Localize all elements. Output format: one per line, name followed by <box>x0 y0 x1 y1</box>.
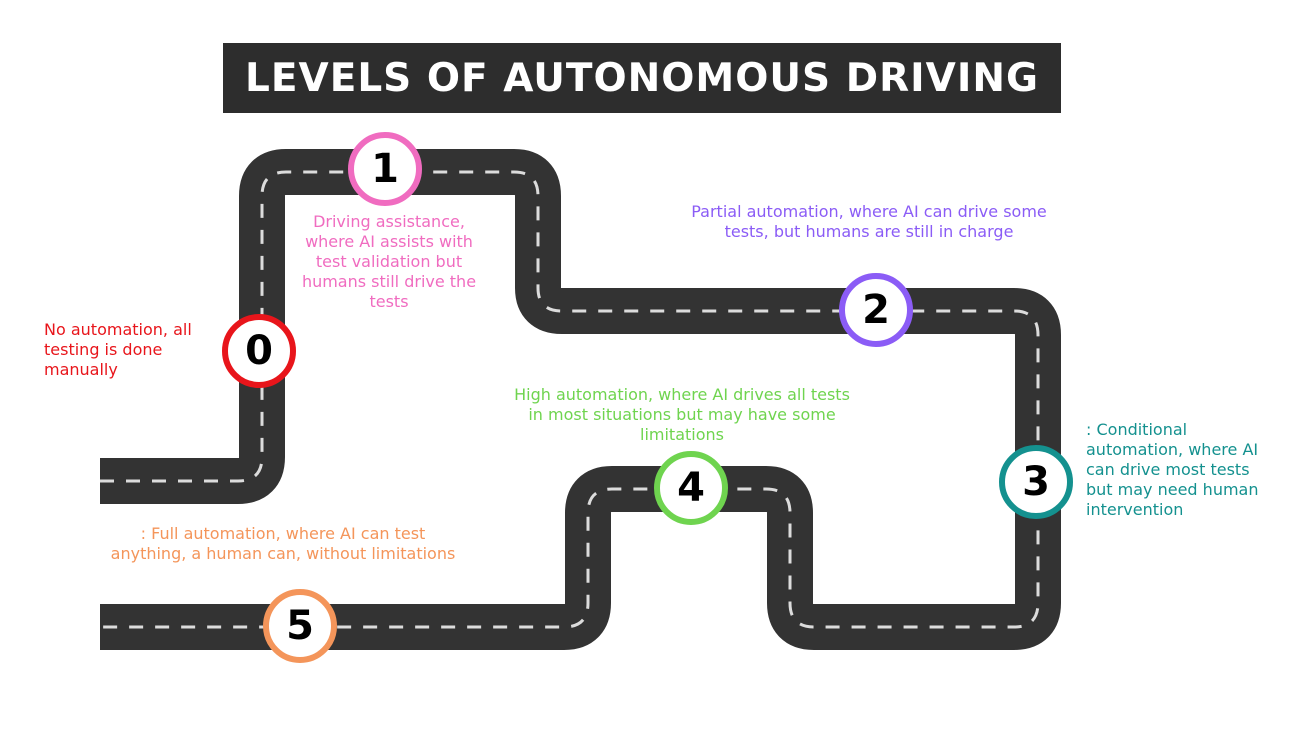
level-1-number: 1 <box>371 146 399 192</box>
level-4-number: 4 <box>677 465 705 511</box>
page-title: LEVELS OF AUTONOMOUS DRIVING <box>245 55 1039 101</box>
level-2-number: 2 <box>862 287 890 333</box>
level-3-badge: 3 <box>999 445 1073 519</box>
level-0-number: 0 <box>245 328 273 374</box>
level-5-description: : Full automation, where AI can test any… <box>110 524 456 563</box>
level-5-number: 5 <box>286 603 314 649</box>
level-3-number: 3 <box>1022 459 1050 505</box>
level-4-description: High automation, where AI drives all tes… <box>514 385 850 444</box>
level-5-badge: 5 <box>263 589 337 663</box>
level-1-description: Driving assistance, where AI assists wit… <box>301 212 477 311</box>
level-4-badge: 4 <box>654 451 728 525</box>
title-banner: LEVELS OF AUTONOMOUS DRIVING <box>223 43 1061 113</box>
level-1-badge: 1 <box>348 132 422 206</box>
level-2-badge: 2 <box>839 273 913 347</box>
level-2-description: Partial automation, where AI can drive s… <box>691 202 1047 241</box>
level-0-badge: 0 <box>222 314 296 388</box>
level-0-description: No automation, all testing is done manua… <box>44 320 192 379</box>
level-3-description: : Conditional automation, where AI can d… <box>1086 420 1259 519</box>
